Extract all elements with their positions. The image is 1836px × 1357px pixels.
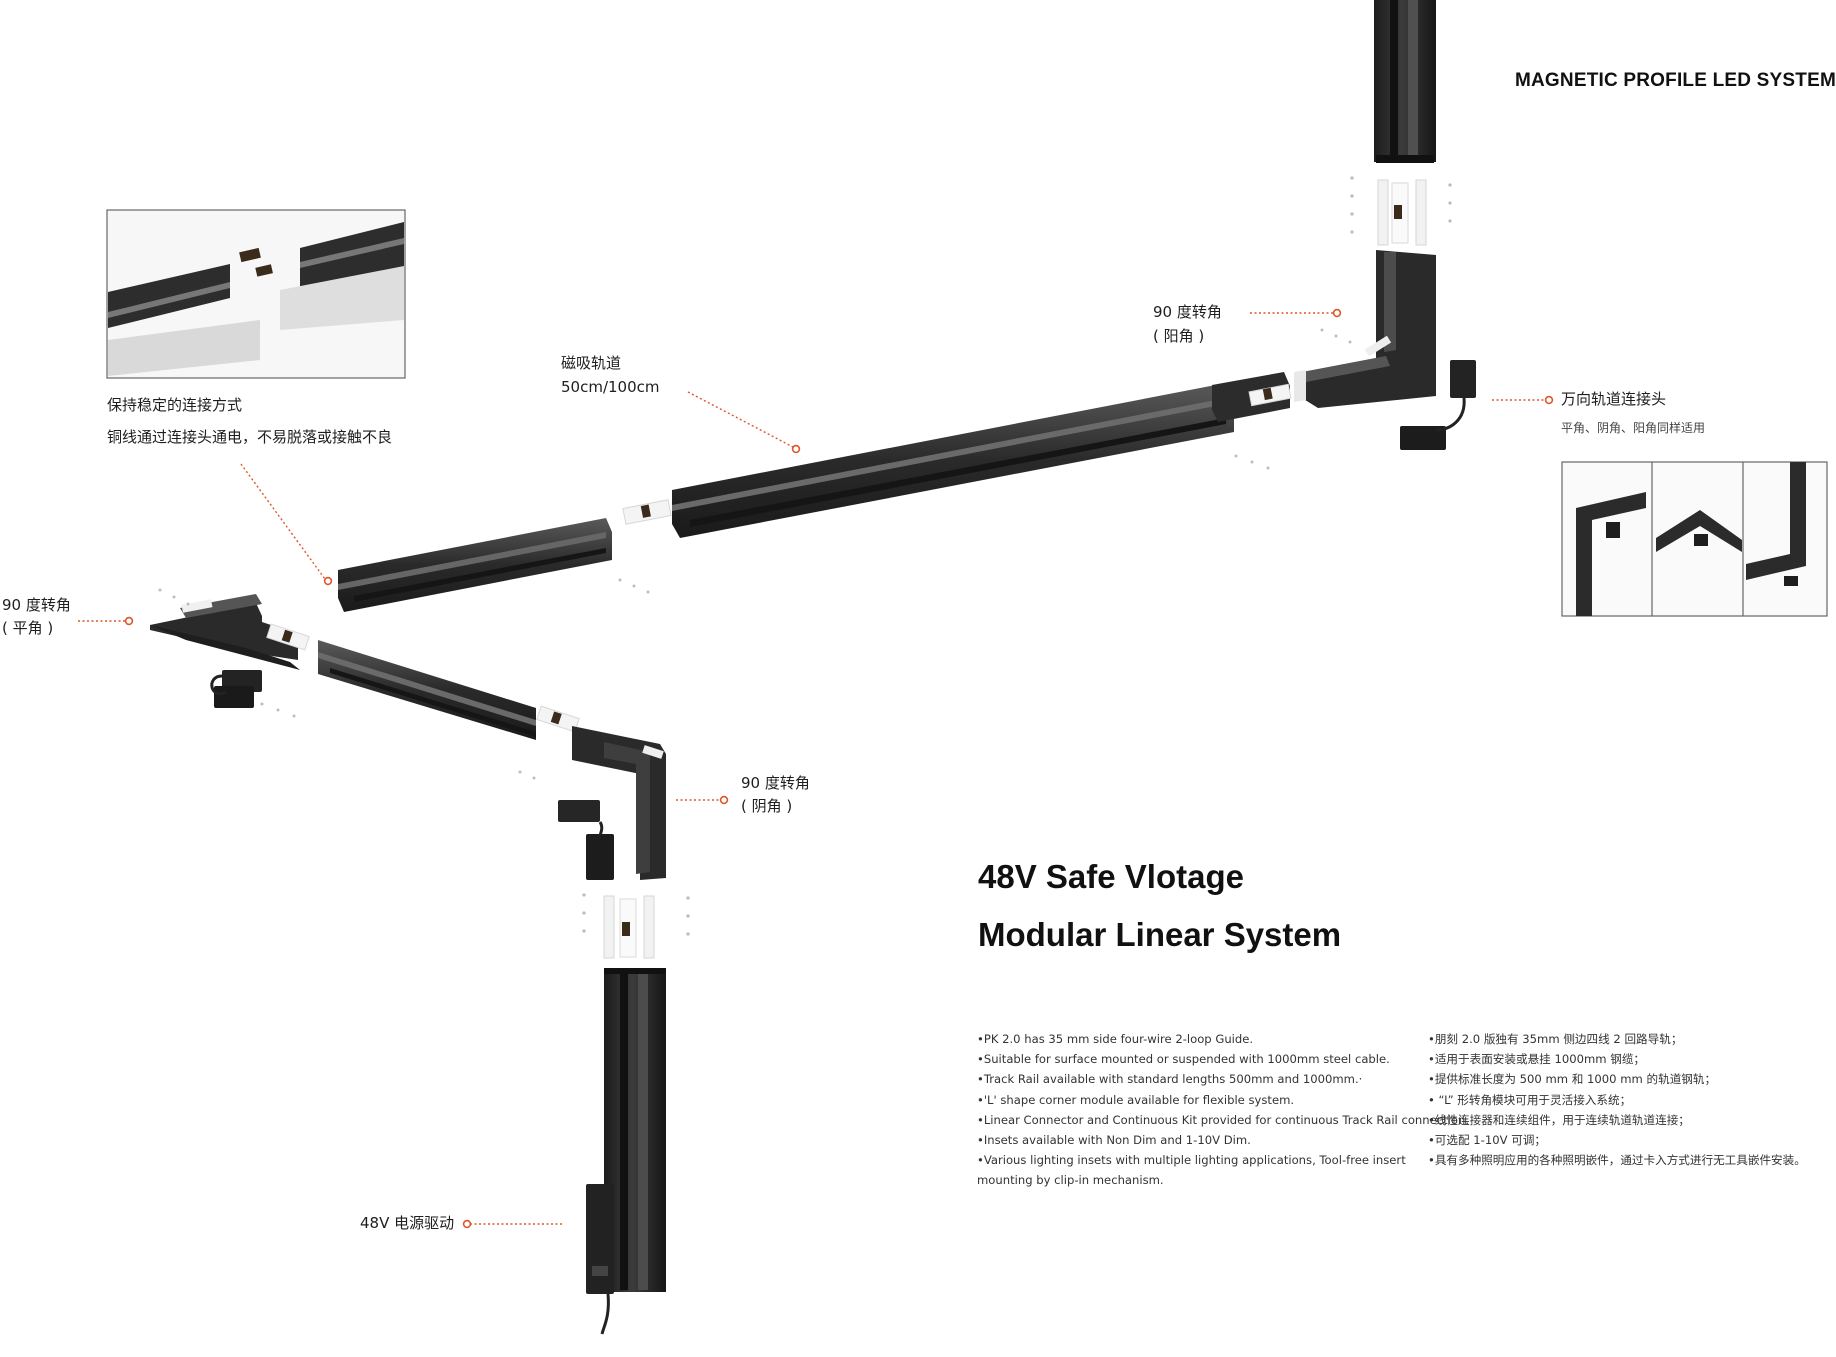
inner-corner-module	[572, 726, 666, 880]
feature-cn-item: •适用于表面安装或悬挂 1000mm 钢缆；	[1428, 1052, 1646, 1067]
feature-en-item: •Insets available with Non Dim and 1-10V…	[977, 1133, 1251, 1148]
magnetic-track-length: 50cm/100cm	[561, 378, 660, 396]
junction-box-inner-corner	[558, 800, 614, 880]
lower-connector-pieces	[266, 623, 580, 733]
rail-segment-left-lower	[318, 640, 536, 740]
rail-segment-left-upper	[338, 518, 612, 612]
leader-power-driver	[462, 1219, 562, 1229]
outer-corner-label: 90 度转角	[1153, 303, 1222, 321]
stable-connection-title: 保持稳定的连接方式	[107, 396, 243, 414]
leader-flat-corner	[78, 616, 134, 626]
leader-endpoint	[791, 444, 801, 454]
magnetic-track-label: 磁吸轨道	[561, 354, 622, 372]
leader-endpoint	[719, 795, 729, 805]
leader-inner-corner	[676, 795, 729, 805]
leader-line	[687, 391, 794, 448]
flat-corner-label: 90 度转角	[2, 596, 71, 614]
mid-connector-pieces	[622, 383, 1292, 525]
junction-box-flat-corner	[210, 670, 262, 708]
corner-variants-inset	[1561, 461, 1828, 617]
leader-endpoint	[124, 616, 134, 626]
leader-endpoint	[1332, 308, 1342, 318]
top-vertical-rail	[1374, 0, 1436, 163]
leader-magnetic-track	[687, 391, 801, 454]
feature-cn-item: • “L” 形转角模块可用于灵活接入系统；	[1428, 1092, 1632, 1107]
leader-endpoint	[462, 1219, 472, 1229]
feature-en-item: •'L' shape corner module available for f…	[977, 1092, 1295, 1107]
connection-detail-inset	[106, 209, 406, 379]
features-chinese: •朋刻 2.0 版独有 35mm 侧边四线 2 回路导轨； •适用于表面安装或悬…	[1428, 1029, 1828, 1170]
power-driver-label: 48V 电源驱动	[360, 1214, 455, 1232]
leader-universal	[1492, 395, 1554, 405]
feature-cn-item: •朋刻 2.0 版独有 35mm 侧边四线 2 回路导轨；	[1428, 1032, 1683, 1046]
bottom-vertical-rail	[586, 968, 666, 1335]
headline-line-2: Modular Linear System	[978, 916, 1342, 953]
flat-corner-type: ( 平角 )	[2, 619, 54, 637]
universal-connector-subtitle: 平角、阴角、阳角同样适用	[1561, 421, 1706, 435]
long-magnetic-rail	[672, 383, 1234, 538]
page-title: MAGNETIC PROFILE LED SYSTEM	[1514, 70, 1836, 91]
inner-corner-type: ( 阴角 )	[741, 797, 793, 815]
leader-endpoint	[1544, 395, 1554, 405]
headline-line-1: 48V Safe Vlotage	[978, 858, 1244, 895]
feature-en-item: •Suitable for surface mounted or suspend…	[977, 1052, 1390, 1067]
feature-en-item: •Linear Connector and Continuous Kit pro…	[977, 1112, 1470, 1127]
stable-connection-desc: 铜线通过连接头通电，不易脱落或接触不良	[107, 428, 393, 446]
top-connector-pieces	[1350, 176, 1452, 246]
leader-endpoint	[323, 576, 333, 586]
feature-en-item: •Track Rail available with standard leng…	[977, 1072, 1363, 1087]
feature-cn-item: •线性连接器和连续组件，用于连续轨道轨道连接；	[1428, 1112, 1690, 1127]
feature-cn-item: •可选配 1-10V 可调；	[1428, 1133, 1547, 1148]
outer-corner-type: ( 阳角 )	[1153, 327, 1205, 345]
leader-line	[240, 463, 326, 580]
features-english: •PK 2.0 has 35 mm side four-wire 2-loop …	[977, 1029, 1470, 1191]
feature-en-item: •Various lighting insets with multiple l…	[977, 1153, 1406, 1188]
universal-connector-title: 万向轨道连接头	[1561, 390, 1667, 408]
leader-stable-connection	[240, 463, 333, 586]
leader-outer-corner	[1250, 308, 1342, 318]
feature-en-item: •PK 2.0 has 35 mm side four-wire 2-loop …	[977, 1032, 1254, 1046]
vertical-connector-pieces	[582, 893, 690, 959]
inner-corner-label: 90 度转角	[741, 774, 810, 792]
outer-corner-module	[1302, 250, 1436, 408]
screw-dots	[158, 328, 1352, 780]
universal-connector-box	[1400, 360, 1476, 450]
flat-corner-module	[150, 594, 300, 670]
feature-cn-item: •具有多种照明应用的各种照明嵌件，通过卡入方式进行无工具嵌件安装。	[1428, 1153, 1806, 1168]
feature-cn-item: •提供标准长度为 500 mm 和 1000 mm 的轨道钢轨；	[1428, 1072, 1717, 1087]
